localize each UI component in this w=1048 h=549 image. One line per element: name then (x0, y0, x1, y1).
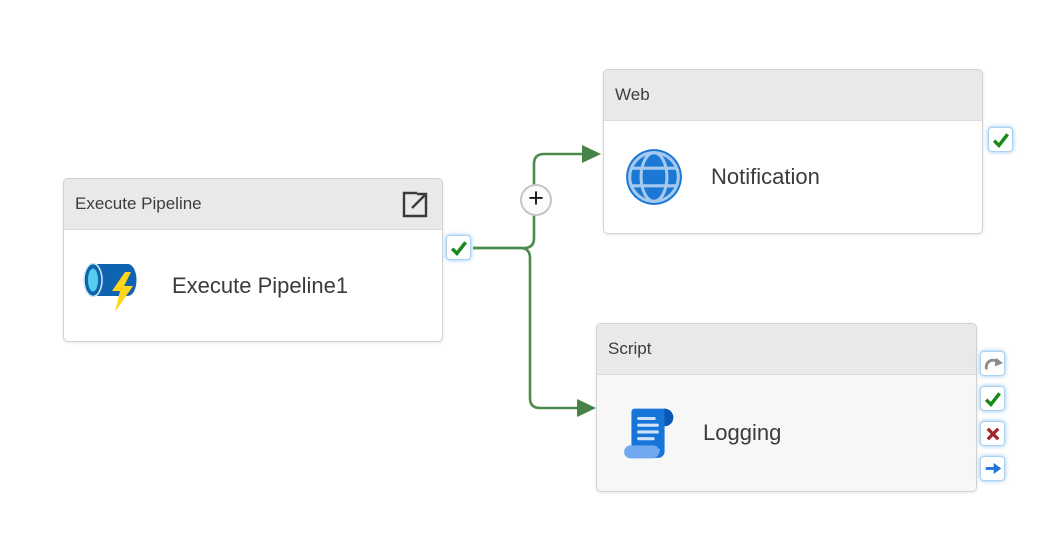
check-icon (450, 241, 467, 257)
open-in-new-icon (402, 191, 428, 218)
web-success-port[interactable] (988, 127, 1013, 152)
arrowhead-to-script (577, 399, 596, 417)
node-header: Execute Pipeline (64, 179, 442, 230)
activity-type-label: Script (608, 339, 652, 358)
script-skip-port[interactable] (980, 351, 1005, 376)
node-header: Web (604, 70, 982, 121)
check-icon (984, 392, 1001, 408)
node-body: Execute Pipeline1 (64, 230, 442, 341)
globe-icon (626, 149, 682, 205)
open-pipeline-button[interactable] (394, 184, 434, 224)
pipeline-icon (83, 262, 137, 312)
activity-name: Logging (703, 420, 782, 445)
activity-name: Execute Pipeline1 (172, 272, 349, 298)
plus-icon: + (528, 183, 544, 213)
activity-type-label: Web (615, 85, 650, 104)
skip-arrow-icon (984, 357, 1003, 370)
check-icon (992, 133, 1009, 149)
node-body: Notification (604, 121, 982, 233)
script-completion-port[interactable] (980, 456, 1005, 481)
activity-node-script[interactable]: Script Logging (596, 323, 977, 492)
activity-type-label: Execute Pipeline (75, 194, 202, 213)
activity-node-web[interactable]: Web Notification (603, 69, 983, 234)
activity-name: Notification (711, 164, 820, 189)
script-failure-port[interactable] (980, 421, 1005, 446)
connector-to-script[interactable] (473, 246, 596, 417)
execute-pipeline-success-port[interactable] (446, 235, 471, 260)
script-success-port[interactable] (980, 386, 1005, 411)
activity-node-execute-pipeline[interactable]: Execute Pipeline Execute Pipeline1 (63, 178, 443, 342)
add-activity-button[interactable]: + (520, 184, 552, 216)
node-body: Logging (597, 375, 976, 491)
right-arrow-icon (985, 462, 1002, 475)
x-icon (986, 427, 999, 440)
node-header: Script (597, 324, 976, 375)
arrowhead-to-web (582, 145, 601, 163)
script-scroll-icon (624, 408, 674, 459)
